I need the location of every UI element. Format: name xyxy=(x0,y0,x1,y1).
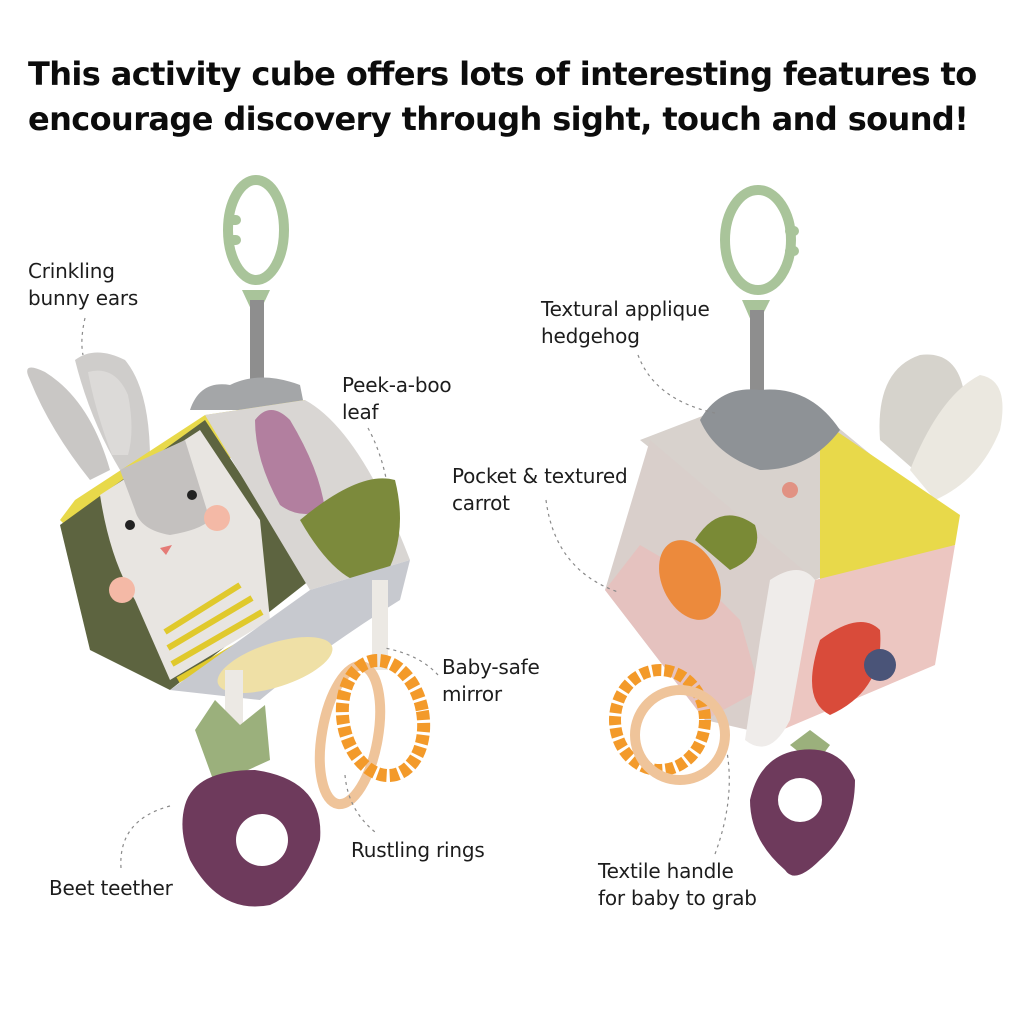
right-cube-group xyxy=(605,185,1003,876)
callout-handle: Textile handle for baby to grab xyxy=(598,858,757,912)
callout-line: for baby to grab xyxy=(598,886,757,910)
clip-ring-icon xyxy=(223,175,289,320)
callout-line: Pocket & textured xyxy=(452,464,628,488)
callout-line: Textile handle xyxy=(598,859,734,883)
callout-line: Rustling rings xyxy=(351,838,485,862)
callout-mirror: Baby-safe mirror xyxy=(442,654,540,708)
callout-hedgehog: Textural applique hedgehog xyxy=(541,296,710,350)
callout-line: Peek-a-boo xyxy=(342,373,452,397)
callout-line: Crinkling xyxy=(28,259,115,283)
connector-peekaboo xyxy=(367,427,387,479)
headline: This activity cube offers lots of intere… xyxy=(28,52,1008,142)
callout-rings: Rustling rings xyxy=(351,837,485,864)
headline-line-1: This activity cube offers lots of intere… xyxy=(28,55,977,93)
callout-line: carrot xyxy=(452,491,510,515)
callout-line: bunny ears xyxy=(28,286,139,310)
callout-line: Beet teether xyxy=(49,876,173,900)
headline-line-2: encourage discovery through sight, touch… xyxy=(28,100,969,138)
peekaboo-leaf-icon xyxy=(300,478,400,586)
connector-handle xyxy=(714,751,730,855)
textile-handle-icon xyxy=(745,570,815,747)
connectors xyxy=(81,317,730,869)
ladybug-icon xyxy=(812,622,881,715)
fluffy-top xyxy=(190,377,305,410)
hedgehog-icon xyxy=(700,389,840,470)
beet-leaves xyxy=(195,700,270,785)
callout-beet: Beet teether xyxy=(49,875,173,902)
pocket-icon xyxy=(605,545,760,720)
connector-carrot xyxy=(545,499,619,593)
connector-hedgehog xyxy=(637,354,716,414)
callout-line: mirror xyxy=(442,682,502,706)
rustling-rings-icon xyxy=(314,653,431,810)
connector-beet xyxy=(120,805,171,869)
callout-line: Textural applique xyxy=(541,297,710,321)
connector-bunny-ears xyxy=(81,317,86,356)
mirror-icon xyxy=(217,637,333,693)
callout-bunny-ears: Crinkling bunny ears xyxy=(28,258,138,312)
clip-ring-icon-right xyxy=(720,185,799,330)
bunny-ears-icon xyxy=(27,352,150,480)
callout-line: leaf xyxy=(342,400,379,424)
left-cube-group xyxy=(27,175,431,907)
callout-line: hedgehog xyxy=(541,324,640,348)
callout-peekaboo-leaf: Peek-a-boo leaf xyxy=(342,372,452,426)
callout-carrot: Pocket & textured carrot xyxy=(452,463,628,517)
callout-line: Baby-safe xyxy=(442,655,540,679)
carrot-icon xyxy=(659,540,721,620)
strap xyxy=(250,300,264,390)
